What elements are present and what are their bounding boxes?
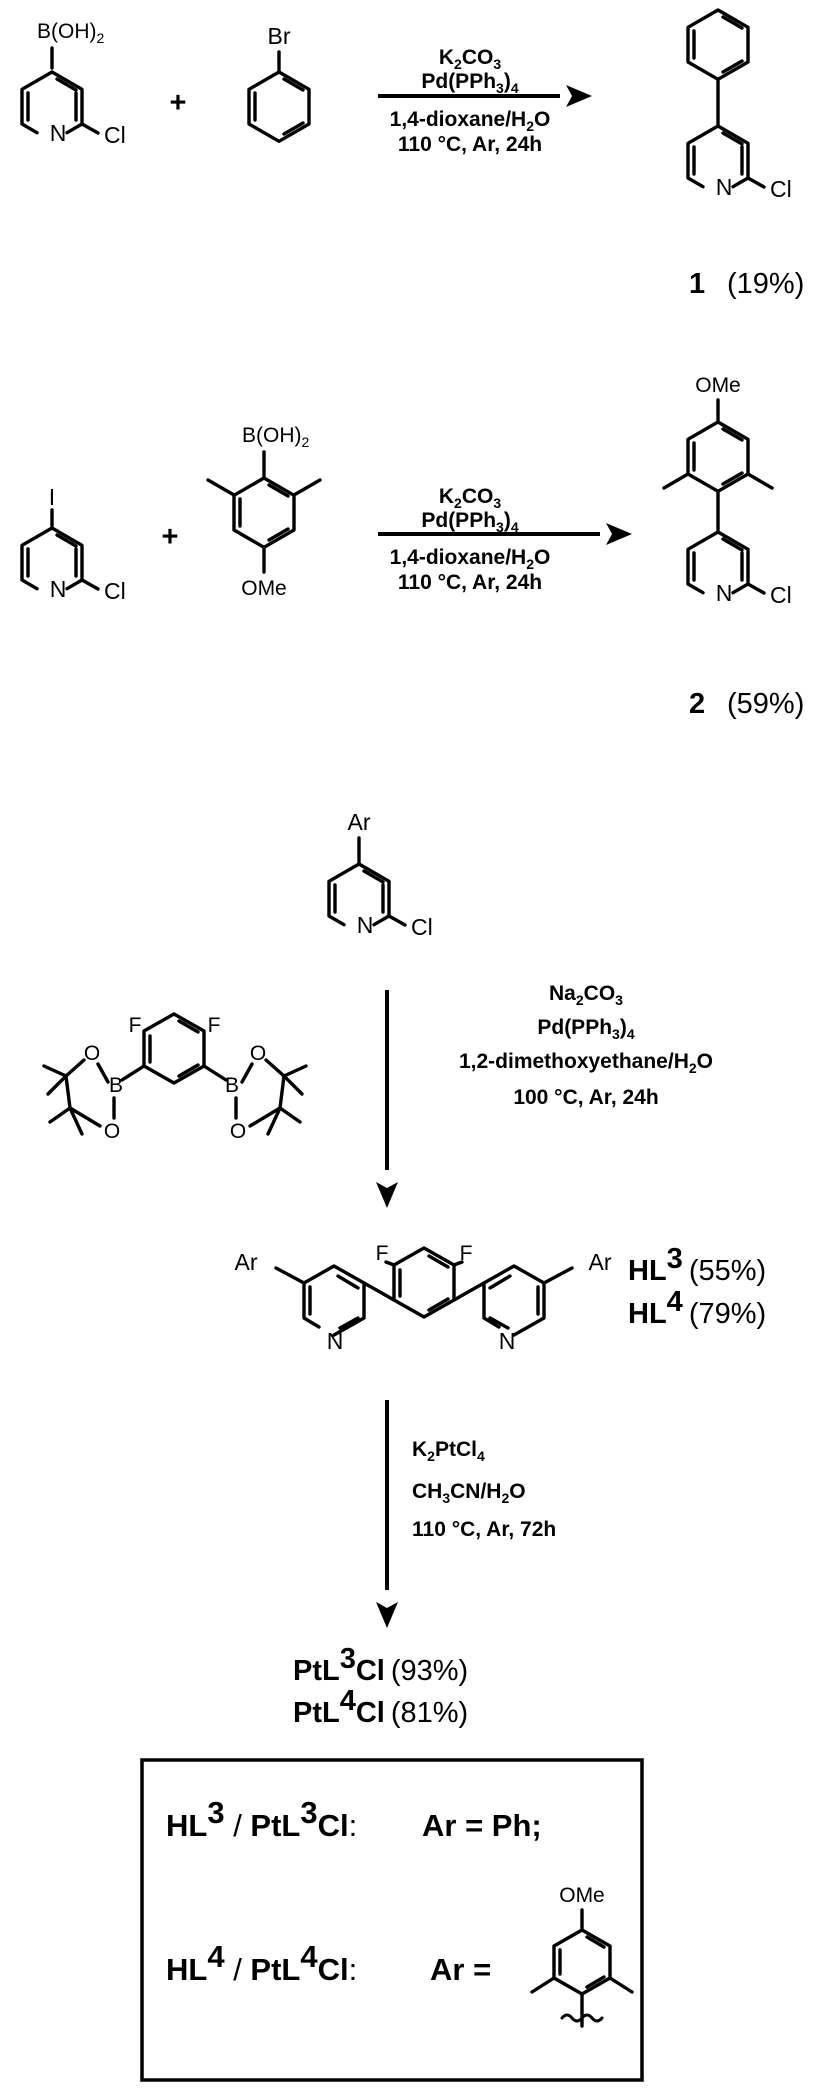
condition-temperature: 100 °C, Ar, 24h bbox=[513, 1086, 658, 1109]
reaction-1: B(OH)2 N Cl + Br K2CO3 Pd(PPh3)4 1,4-dio… bbox=[20, 8, 804, 300]
atom-label-aryl: Ar bbox=[589, 1249, 612, 1275]
atom-label-bromine: Br bbox=[268, 23, 291, 49]
complex-ptl4cl-label: PtL4Cl(81%) bbox=[293, 1685, 468, 1729]
atom-label-nitrogen: N bbox=[716, 174, 733, 200]
ligand-hl3-label: HL3(55%) bbox=[628, 1243, 766, 1287]
condition-catalyst: Pd(PPh3)4 bbox=[537, 1016, 634, 1042]
atom-label-boronic-acid: B(OH)2 bbox=[37, 20, 105, 46]
condition-temperature: 110 °C, Ar, 72h bbox=[412, 1518, 556, 1541]
atom-label-iodine: I bbox=[49, 484, 55, 510]
product-ligand-labels: HL3(55%) HL4(79%) bbox=[628, 1243, 766, 1330]
reaction-2: I N Cl + B(OH)2 OMe K2CO3 Pd(PPh3)4 1,4-… bbox=[20, 374, 804, 720]
atom-label-oxygen: O bbox=[230, 1120, 246, 1143]
atom-label-chlorine: Cl bbox=[104, 122, 126, 148]
product-2-label: 2 (59%) bbox=[689, 688, 804, 720]
condition-solvent: 1,4-dioxane/H2O bbox=[390, 108, 551, 134]
reaction-4: K2PtCl4 CH3CN/H2O 110 °C, Ar, 72h PtL3Cl… bbox=[293, 1400, 556, 1729]
atom-label-chlorine: Cl bbox=[104, 578, 126, 604]
ligand-hl4-label: HL4(79%) bbox=[628, 1286, 766, 1330]
reaction-3: Ar N Cl F F B B O O O O bbox=[42, 809, 766, 1354]
condition-platinum-salt: K2PtCl4 bbox=[412, 1438, 485, 1464]
conditions-2: K2CO3 Pd(PPh3)4 1,4-dioxane/H2O 110 °C, … bbox=[390, 485, 551, 594]
condition-solvent: 1,2-dimethoxyethane/H2O bbox=[459, 1050, 713, 1076]
condition-solvent: 1,4-dioxane/H2O bbox=[390, 546, 551, 572]
atom-label-boron: B bbox=[225, 1074, 239, 1097]
atom-label-oxygen: O bbox=[104, 1120, 120, 1143]
atom-label-nitrogen: N bbox=[499, 1328, 516, 1354]
condition-catalyst: Pd(PPh3)4 bbox=[421, 70, 518, 96]
atom-label-nitrogen: N bbox=[50, 120, 67, 146]
product-2-structure: OMe N Cl bbox=[662, 374, 792, 608]
yield-2: (59%) bbox=[727, 688, 804, 720]
atom-label-methoxy: OMe bbox=[559, 1884, 605, 1907]
product-complex-labels: PtL3Cl(93%) PtL4Cl(81%) bbox=[293, 1643, 468, 1729]
atom-label-fluorine: F bbox=[460, 1242, 473, 1265]
condition-solvent: CH3CN/H2O bbox=[412, 1480, 526, 1506]
reaction-arrow-3 bbox=[376, 990, 398, 1208]
reactant-aryl-chloropyridine: Ar N Cl bbox=[327, 809, 433, 940]
reaction-arrow-2 bbox=[378, 523, 632, 545]
atom-label-nitrogen: N bbox=[357, 912, 374, 938]
atom-label-aryl: Ar bbox=[348, 809, 371, 835]
reactant-methoxy-dimethylphenylboronic-acid: B(OH)2 OMe bbox=[206, 424, 322, 600]
conditions-1: K2CO3 Pd(PPh3)4 1,4-dioxane/H2O 110 °C, … bbox=[390, 46, 551, 156]
compound-number-1: 1 bbox=[689, 268, 705, 300]
plus-sign: + bbox=[162, 521, 179, 553]
complex-ptl3cl-label: PtL3Cl(93%) bbox=[293, 1643, 468, 1687]
reagent-difluorophenyl-bis-boronate: F F B B O O O O bbox=[42, 1012, 308, 1143]
plus-sign: + bbox=[170, 87, 187, 119]
product-1-label: 1 (19%) bbox=[689, 268, 804, 300]
atom-label-boronic-acid: B(OH)2 bbox=[242, 424, 310, 450]
atom-label-chlorine: Cl bbox=[770, 582, 792, 608]
atom-label-oxygen: O bbox=[250, 1042, 266, 1065]
condition-base: K2CO3 bbox=[439, 46, 501, 72]
atom-label-aryl: Ar bbox=[235, 1249, 258, 1275]
condition-temperature: 110 °C, Ar, 24h bbox=[398, 133, 542, 156]
atom-label-methoxy: OMe bbox=[695, 374, 741, 397]
atom-label-boron: B bbox=[109, 1074, 123, 1097]
product-ligand-structure: F F N Ar N Ar bbox=[235, 1242, 612, 1354]
atom-label-nitrogen: N bbox=[716, 580, 733, 606]
reactant-chloroiodopyridine: I N Cl bbox=[20, 484, 126, 604]
atom-label-fluorine: F bbox=[208, 1014, 221, 1037]
legend-row2-label: HL4 / PtL4Cl: bbox=[166, 1939, 357, 1987]
atom-label-chlorine: Cl bbox=[770, 176, 792, 202]
product-1-structure: N Cl bbox=[686, 8, 792, 202]
conditions-4: K2PtCl4 CH3CN/H2O 110 °C, Ar, 72h bbox=[412, 1438, 556, 1541]
condition-temperature: 110 °C, Ar, 24h bbox=[398, 571, 542, 594]
yield-1: (19%) bbox=[727, 268, 804, 300]
legend-row2-value: Ar = bbox=[430, 1952, 491, 1987]
legend-row1-label: HL3 / PtL3Cl: bbox=[166, 1795, 357, 1843]
atom-label-fluorine: F bbox=[376, 1242, 389, 1265]
legend-row1-value: Ar = Ph; bbox=[422, 1808, 542, 1843]
reactant-chloropyridinylboronic-acid: B(OH)2 N Cl bbox=[20, 20, 126, 148]
reaction-arrow-4 bbox=[376, 1400, 398, 1628]
atom-label-nitrogen: N bbox=[327, 1328, 344, 1354]
atom-label-fluorine: F bbox=[129, 1014, 142, 1037]
conditions-3: Na2CO3 Pd(PPh3)4 1,2-dimethoxyethane/H2O… bbox=[459, 982, 713, 1109]
condition-catalyst: Pd(PPh3)4 bbox=[421, 509, 518, 535]
reaction-arrow-1 bbox=[378, 85, 592, 107]
compound-number-2: 2 bbox=[689, 688, 705, 720]
condition-base: Na2CO3 bbox=[549, 982, 623, 1008]
atom-label-oxygen: O bbox=[84, 1042, 100, 1065]
ar-definition-box: HL3 / PtL3Cl: Ar = Ph; HL4 / PtL4Cl: Ar … bbox=[140, 1758, 644, 2082]
atom-label-methoxy: OMe bbox=[241, 577, 287, 600]
legend-methoxy-dimethylphenyl-structure: OMe bbox=[530, 1884, 634, 2028]
reactant-bromobenzene: Br bbox=[247, 23, 311, 144]
atom-label-nitrogen: N bbox=[50, 576, 67, 602]
atom-label-chlorine: Cl bbox=[411, 914, 433, 940]
condition-base: K2CO3 bbox=[439, 485, 501, 511]
